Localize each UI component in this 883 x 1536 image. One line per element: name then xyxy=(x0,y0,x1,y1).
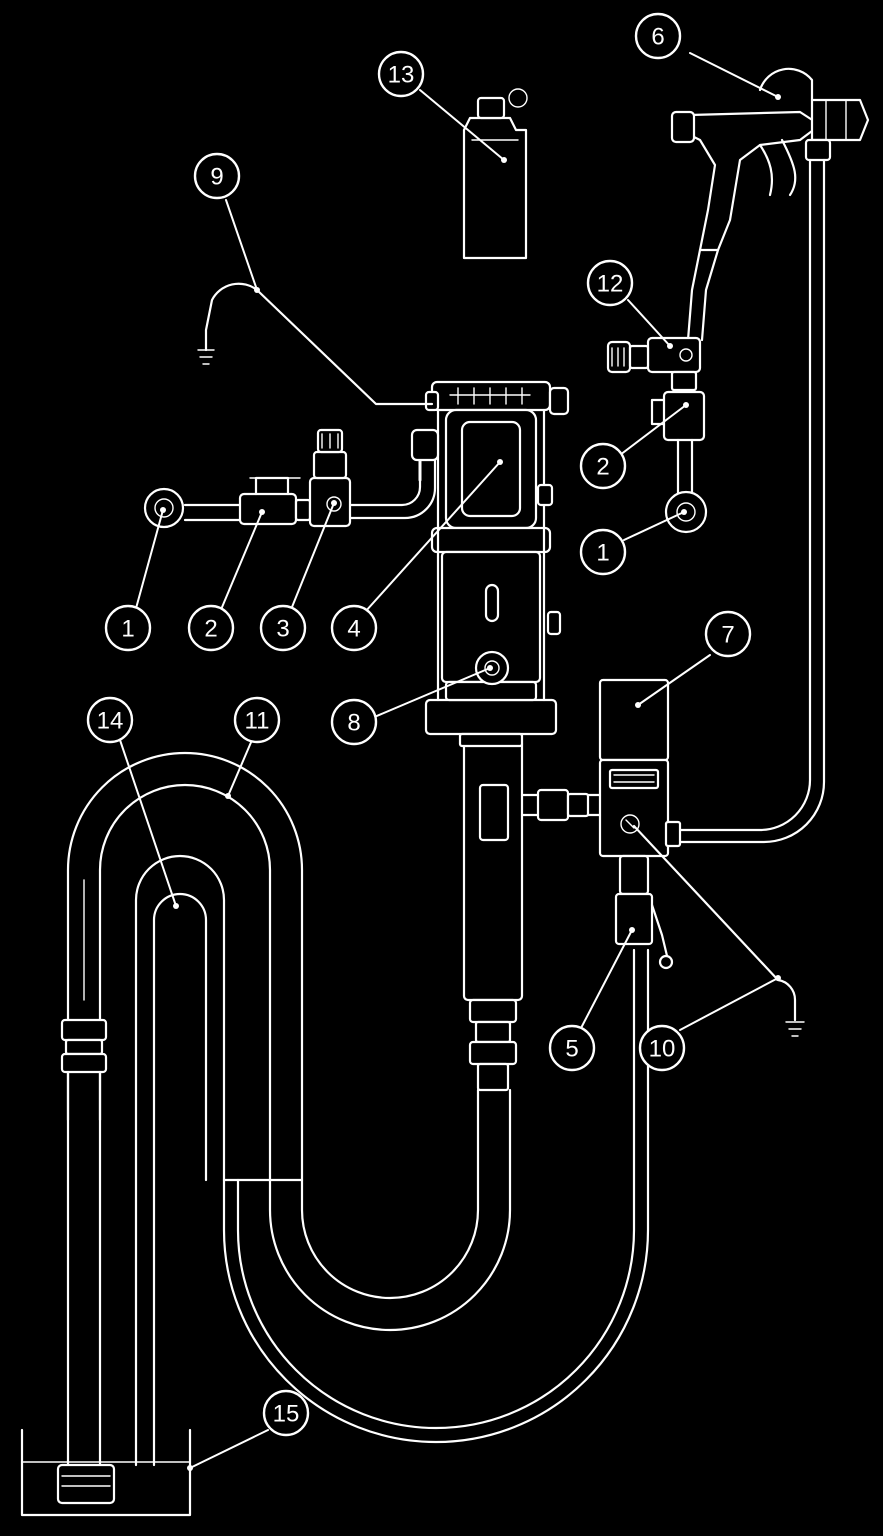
callout-label: 6 xyxy=(651,24,664,51)
callout-9: 9 xyxy=(193,152,241,200)
paint-pail-icon xyxy=(20,1428,192,1517)
ground-symbol-icon xyxy=(632,824,805,1037)
callout-14: 14 xyxy=(86,696,134,744)
callout-leaders xyxy=(119,52,779,1469)
callout-12: 12 xyxy=(586,259,634,307)
fluid-filter-icon xyxy=(520,678,682,858)
callout-6: 6 xyxy=(634,12,682,60)
bleed-valve-icon xyxy=(238,476,312,526)
callout-8: 8 xyxy=(330,698,378,746)
callout-label: 14 xyxy=(97,708,124,735)
pump-icon xyxy=(410,380,570,748)
drain-valve-icon xyxy=(614,854,674,970)
callout-label: 1 xyxy=(596,540,609,567)
callout-11: 11 xyxy=(233,696,281,744)
bottle-icon xyxy=(462,88,528,260)
callout-label: 3 xyxy=(276,616,289,643)
callout-label: 4 xyxy=(347,616,360,643)
callout-label: 13 xyxy=(388,62,415,89)
callout-5: 5 xyxy=(548,1024,596,1072)
callout-1-left: 1 xyxy=(104,604,152,652)
callout-15: 15 xyxy=(262,1389,310,1437)
callout-13: 13 xyxy=(377,50,425,98)
gun-fluid-hose-icon xyxy=(674,158,826,844)
callout-label: 7 xyxy=(721,622,734,649)
callout-label: 8 xyxy=(347,710,360,737)
callout-label: 9 xyxy=(210,164,223,191)
callout-7: 7 xyxy=(704,610,752,658)
callout-3: 3 xyxy=(259,604,307,652)
callout-label: 5 xyxy=(565,1036,578,1063)
callout-10: 10 xyxy=(638,1024,686,1072)
lower-hose-loop-icon xyxy=(222,948,650,1444)
callout-label: 2 xyxy=(596,454,609,481)
suction-tube-icon xyxy=(56,854,226,1505)
callout-label: 12 xyxy=(597,271,624,298)
callout-2-left: 2 xyxy=(187,604,235,652)
callout-4: 4 xyxy=(330,604,378,652)
air-regulator-icon xyxy=(308,428,352,528)
spray-gun-icon xyxy=(670,67,870,342)
air-line-icon xyxy=(183,458,437,522)
pump-lower-icon xyxy=(462,738,524,1092)
callout-1-right: 1 xyxy=(579,528,627,576)
callout-label: 1 xyxy=(121,616,134,643)
callout-leader-dots xyxy=(160,94,781,1471)
callout-2-right: 2 xyxy=(579,442,627,490)
callout-label: 10 xyxy=(649,1036,676,1063)
callout-label: 2 xyxy=(204,616,217,643)
callout-label: 15 xyxy=(273,1401,300,1428)
ground-wire-icon xyxy=(197,282,434,406)
gun-air-assembly-icon xyxy=(606,336,708,534)
fluid-supply-hose-icon xyxy=(60,751,304,1182)
callout-label: 11 xyxy=(245,708,270,735)
